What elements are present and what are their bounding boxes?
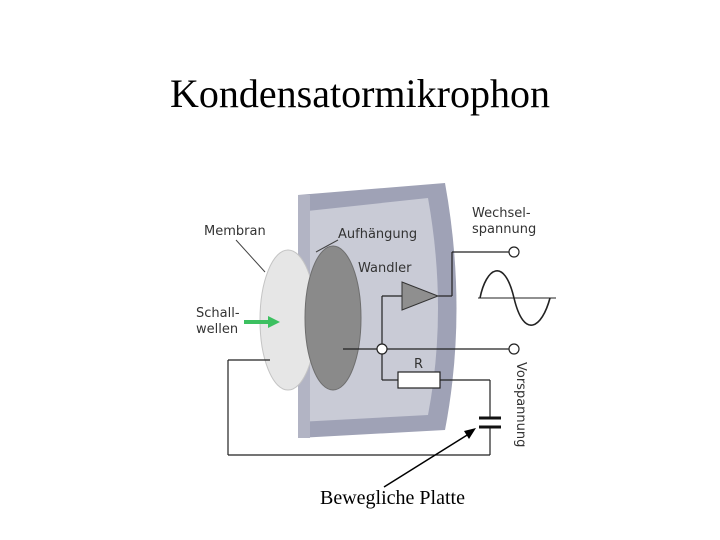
resistor-label: R bbox=[414, 357, 423, 372]
circuit bbox=[227, 251, 511, 456]
sine-wave bbox=[479, 270, 551, 326]
aufhaengung-leader bbox=[315, 239, 339, 253]
moving-plate-caption: Bewegliche Platte bbox=[320, 487, 465, 509]
page-title: Kondensatormikrophon bbox=[170, 71, 550, 116]
amplifier-triangle bbox=[401, 281, 440, 311]
sound-wave-arrowhead bbox=[268, 316, 280, 328]
membran-leader bbox=[235, 239, 266, 273]
terminal-output-bottom bbox=[508, 343, 520, 355]
wechselspannung-label-line2: spannung bbox=[472, 222, 536, 237]
schallwellen-label-line1: Schall- bbox=[196, 306, 240, 321]
caption-arrowhead bbox=[464, 428, 476, 439]
vorspannung-label: Vorspannung bbox=[513, 362, 528, 447]
aufhaengung-label: Aufhängung bbox=[338, 227, 417, 242]
caption-arrow bbox=[383, 431, 473, 488]
wechselspannung-label-line1: Wechsel- bbox=[472, 206, 531, 221]
terminal-output-top bbox=[508, 246, 520, 258]
membran-label: Membran bbox=[204, 224, 266, 239]
moving-plate bbox=[304, 245, 362, 391]
wandler-label: Wandler bbox=[358, 261, 412, 276]
resistor bbox=[397, 371, 441, 389]
schallwellen-label-line2: wellen bbox=[196, 322, 238, 337]
terminal-junction bbox=[376, 343, 388, 355]
